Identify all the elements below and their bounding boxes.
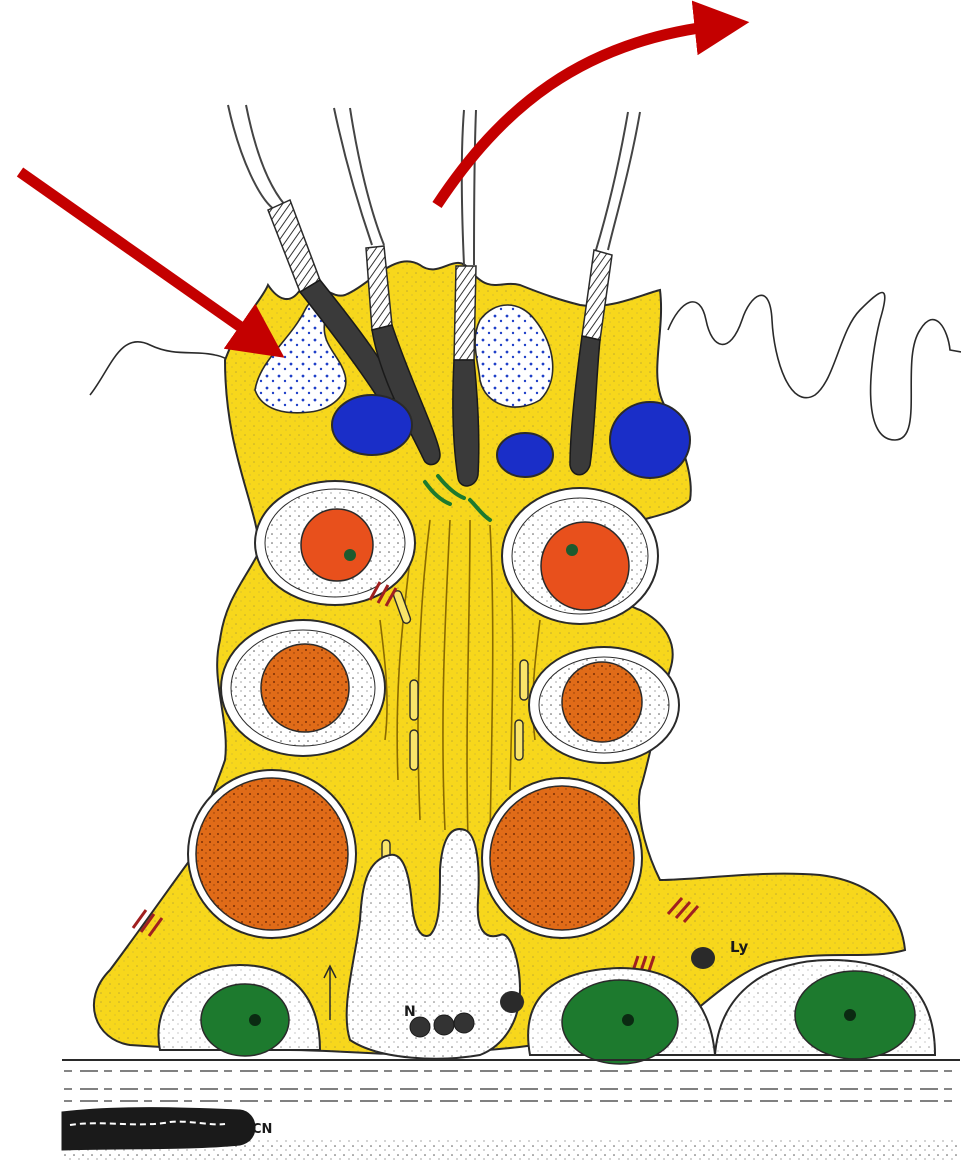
- middle-right-cell: [529, 647, 679, 763]
- lower-left-large-cell: [188, 770, 356, 938]
- incoming-arrow: [20, 172, 262, 342]
- lymphocyte-label: Ly: [730, 938, 749, 956]
- nucleus-label: N: [404, 1004, 416, 1020]
- middle-left-cell: [221, 620, 385, 756]
- basal-cell-right: [715, 960, 935, 1059]
- capillary: [62, 1108, 255, 1150]
- nucleus-granules: [410, 1013, 474, 1037]
- capillary-label: CN: [252, 1122, 272, 1137]
- upper-left-cell: [255, 481, 415, 605]
- upper-right-cell: [502, 488, 658, 624]
- lower-right-large-cell: [482, 778, 642, 938]
- outgoing-arrow: [437, 25, 722, 205]
